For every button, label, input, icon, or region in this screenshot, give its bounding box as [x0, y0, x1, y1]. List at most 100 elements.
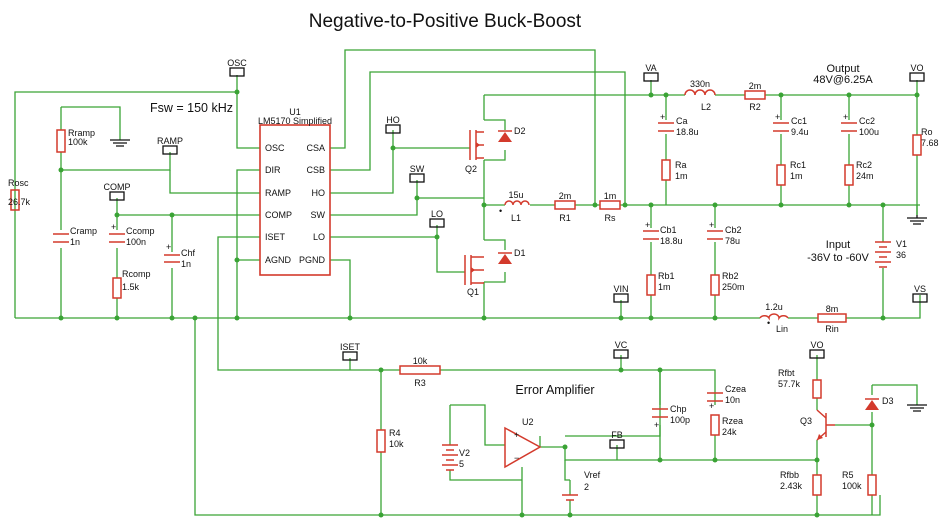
capacitor-cb2: + Cb2 78u	[707, 220, 742, 246]
svg-text:+: +	[654, 420, 659, 430]
svg-text:1m: 1m	[658, 282, 671, 292]
svg-text:L2: L2	[701, 102, 711, 112]
svg-text:•: •	[499, 206, 502, 216]
svg-text:V2: V2	[459, 448, 470, 458]
svg-text:•: •	[767, 318, 770, 328]
diode-d2: D2	[498, 126, 526, 142]
capacitor-chp: + Chp 100p	[652, 404, 690, 430]
net-label-comp: COMP	[104, 182, 131, 192]
svg-text:Chp: Chp	[670, 404, 687, 414]
net-flag-sw: SW	[409, 164, 425, 183]
resistor-rb2: Rb2 250m	[710, 271, 745, 296]
resistor-r3: 10k R3	[399, 356, 441, 388]
svg-text:D1: D1	[514, 248, 526, 258]
svg-text:36: 36	[896, 250, 906, 260]
ic-pin-ramp: RAMP	[265, 188, 291, 198]
svg-text:10n: 10n	[725, 395, 740, 405]
svg-text:R1: R1	[559, 213, 571, 223]
net-flag-iset: ISET	[340, 342, 361, 361]
capacitor-czea: + Czea 10n	[707, 384, 746, 411]
svg-text:10k: 10k	[389, 439, 404, 449]
output-note-line1: Output	[826, 63, 859, 75]
resistor-rin: 8m Rin	[817, 304, 847, 334]
resistor-rs: 1m Rs	[599, 191, 621, 223]
svg-text:100k: 100k	[842, 481, 862, 491]
svg-text:+: +	[514, 430, 519, 440]
resistor-ra: Ra 1m	[661, 159, 688, 181]
net-flag-fb: FB	[609, 430, 625, 449]
svg-text:57.7k: 57.7k	[778, 379, 801, 389]
svg-text:+: +	[645, 220, 650, 230]
svg-text:1m: 1m	[604, 191, 617, 201]
ground-icon	[907, 215, 927, 225]
net-label-lo: LO	[431, 209, 443, 219]
net-flag-vin: VIN	[613, 284, 629, 303]
svg-text:Rs: Rs	[605, 213, 616, 223]
net-label-iset: ISET	[340, 342, 361, 352]
opamp-u2: + − U2	[504, 417, 542, 469]
svg-text:9.4u: 9.4u	[791, 127, 809, 137]
mosfet-q1: Q1	[464, 255, 484, 297]
capacitor-cc1: + Cc1 9.4u	[773, 112, 809, 137]
input-note-line1: Input	[826, 239, 850, 251]
svg-text:26.7k: 26.7k	[8, 197, 31, 207]
svg-text:2m: 2m	[559, 191, 572, 201]
svg-text:100n: 100n	[126, 237, 146, 247]
ic-ref: U1	[289, 107, 301, 117]
svg-text:1m: 1m	[790, 171, 803, 181]
net-label-vc: VC	[615, 340, 628, 350]
net-label-vin: VIN	[613, 284, 628, 294]
net-label-osc: OSC	[227, 58, 247, 68]
svg-text:Rb1: Rb1	[658, 271, 675, 281]
net-label-va: VA	[645, 63, 656, 73]
ic-u1: U1 LM5170 Simplified OSC DIR RAMP COMP I…	[258, 107, 332, 276]
svg-text:2m: 2m	[749, 81, 762, 91]
resistor-ro: Ro 7.68	[912, 127, 939, 156]
junction-dots	[58, 89, 920, 518]
svg-text:Lin: Lin	[776, 324, 788, 334]
resistor-rfbb: Rfbb 2.43k	[780, 470, 822, 496]
svg-text:1n: 1n	[70, 237, 80, 247]
svg-text:Cc2: Cc2	[859, 116, 875, 126]
svg-text:Rzea: Rzea	[722, 416, 743, 426]
diode-d3: D3	[865, 396, 894, 410]
svg-text:Rc2: Rc2	[856, 160, 872, 170]
svg-text:2.43k: 2.43k	[780, 481, 803, 491]
resistor-rfbt: Rfbt 57.7k	[778, 368, 822, 399]
ic-pin-lo: LO	[313, 232, 325, 242]
svg-text:R5: R5	[842, 470, 854, 480]
resistor-rramp: Rramp 100k	[56, 128, 95, 153]
svg-text:+: +	[775, 112, 780, 122]
voltage-source-v2: V2 5	[442, 444, 470, 471]
net-label-fb: FB	[611, 430, 623, 440]
net-flag-vc: VC	[613, 340, 629, 359]
svg-text:18.8u: 18.8u	[676, 127, 699, 137]
net-flag-lo: LO	[429, 209, 445, 228]
svg-text:D3: D3	[882, 396, 894, 406]
net-label-vo-output: VO	[910, 63, 923, 73]
net-flag-vo-feedback: VO	[809, 340, 825, 359]
resistor-r2: 2m R2	[744, 81, 766, 112]
svg-text:Q1: Q1	[467, 287, 479, 297]
svg-text:Cramp: Cramp	[70, 226, 97, 236]
svg-text:Rfbt: Rfbt	[778, 368, 795, 378]
svg-text:Rramp: Rramp	[68, 128, 95, 138]
ground-icon	[110, 139, 130, 147]
ic-pin-agnd: AGND	[265, 255, 292, 265]
svg-text:15u: 15u	[508, 190, 523, 200]
svg-text:8m: 8m	[826, 304, 839, 314]
net-flag-osc: OSC	[227, 58, 247, 77]
ic-pin-osc: OSC	[265, 143, 285, 153]
svg-text:1n: 1n	[181, 259, 191, 269]
net-flag-va: VA	[643, 63, 659, 82]
svg-text:Q3: Q3	[800, 416, 812, 426]
svg-text:+: +	[111, 222, 116, 232]
voltage-source-vref: Vref 2	[562, 470, 601, 501]
svg-text:Vref: Vref	[584, 470, 601, 480]
svg-text:Cb1: Cb1	[660, 225, 677, 235]
svg-text:Cc1: Cc1	[791, 116, 807, 126]
svg-text:100p: 100p	[670, 415, 690, 425]
svg-text:5: 5	[459, 459, 464, 469]
svg-text:+: +	[166, 242, 171, 252]
net-label-ramp: RAMP	[157, 136, 183, 146]
